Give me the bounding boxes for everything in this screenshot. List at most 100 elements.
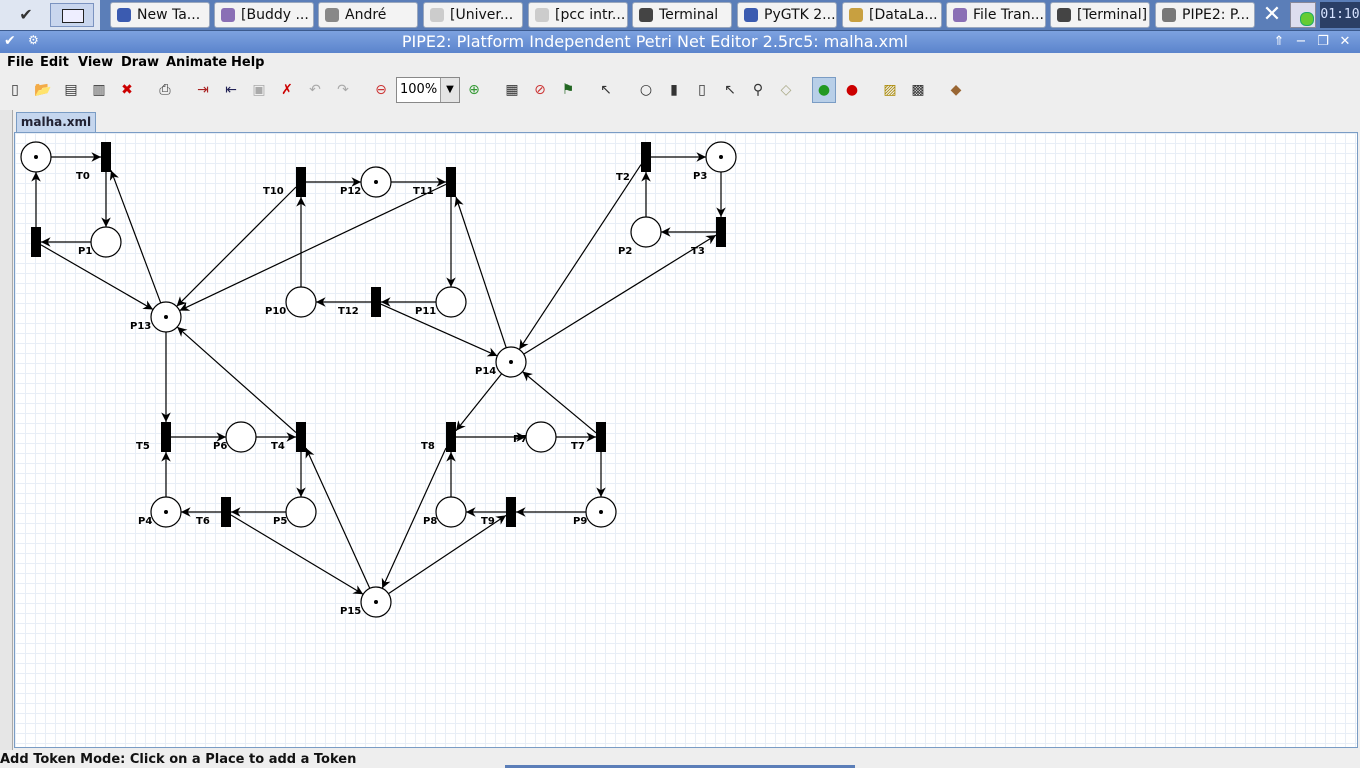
zoom-in-icon[interactable]: ⊕ [468,82,480,98]
arc[interactable] [388,514,507,595]
arc[interactable] [518,164,642,350]
delete-token-icon[interactable]: ● [845,82,859,98]
transition[interactable] [161,422,171,452]
place-icon[interactable]: ○ [639,82,653,98]
redo-icon[interactable]: ↷ [337,82,349,98]
animation-mode-icon[interactable]: ⚑ [561,82,575,98]
taskbar-task[interactable]: File Tran... [946,2,1046,28]
new-file-icon[interactable]: ▯ [11,82,19,98]
taskbar-task[interactable]: PIPE2: P... [1155,2,1255,28]
inhibitor-arc-icon[interactable]: ⚲ [752,82,764,98]
transition[interactable] [446,422,456,452]
undo-icon[interactable]: ↶ [309,82,321,98]
arc[interactable] [523,234,717,355]
menu-draw[interactable]: Draw [121,55,159,70]
transition[interactable] [641,142,651,172]
maximize-icon[interactable]: ❐ [1317,34,1329,49]
menu-help[interactable]: Help [231,55,265,70]
transition[interactable] [296,167,306,197]
arc[interactable] [305,447,371,589]
arc[interactable] [176,186,297,307]
taskbar-task[interactable]: [Terminal] [1050,2,1150,28]
transition[interactable] [506,497,516,527]
close-icon[interactable]: ✕ [1262,2,1282,27]
place[interactable] [525,421,557,453]
transition[interactable] [371,287,381,317]
eraser-icon[interactable]: ◆ [950,82,962,98]
transition[interactable] [221,497,231,527]
arc-icon[interactable]: ↖ [724,82,736,98]
taskbar-task[interactable]: [Univer... [423,2,523,28]
transition[interactable] [101,142,111,172]
cut-icon[interactable]: ▣ [252,82,266,98]
place[interactable] [225,421,257,453]
marking-parameter-icon[interactable]: ▩ [911,82,925,98]
network-tray-icon[interactable] [1290,2,1316,28]
arc[interactable] [176,326,297,434]
place[interactable] [435,496,467,528]
place[interactable] [630,216,662,248]
add-token-icon[interactable]: ● [812,77,836,103]
export-icon[interactable]: ⇥ [197,82,209,98]
annotation-icon[interactable]: ◇ [780,82,792,98]
arc[interactable] [40,244,154,311]
zoom-out-icon[interactable]: ⊖ [375,82,387,98]
save-icon[interactable]: ▤ [64,82,78,98]
pipe-app-icon[interactable]: ✔ [19,5,33,24]
timed-transition-icon[interactable]: ▯ [698,82,706,98]
taskbar-task[interactable]: PyGTK 2... [737,2,837,28]
window-menu-icon[interactable]: ⚙ [28,33,39,47]
arc[interactable] [522,371,597,434]
minimize-icon[interactable]: − [1295,34,1307,49]
split-pane-divider[interactable] [0,110,13,750]
delete-icon[interactable]: ✗ [281,82,293,98]
window-close-icon[interactable]: ✕ [1339,34,1351,49]
taskbar-task[interactable]: [DataLa... [842,2,942,28]
menu-edit[interactable]: Edit [40,55,69,70]
taskbar-task[interactable]: Terminal [632,2,732,28]
select-icon[interactable]: ↖ [600,82,612,98]
arc[interactable] [179,183,447,312]
zoom-select[interactable]: 100%▼ [396,77,460,103]
arc[interactable] [381,447,447,589]
menu-view[interactable]: View [78,55,114,70]
transition[interactable] [596,422,606,452]
close-file-icon[interactable]: ✖ [121,82,133,98]
open-file-icon[interactable]: 📂 [34,82,52,98]
arc[interactable] [454,196,507,348]
terminal-icon [1057,8,1071,22]
taskbar-task[interactable]: [pcc intr... [528,2,628,28]
taskbar-task[interactable]: [Buddy ... [214,2,314,28]
place[interactable] [90,226,122,258]
rate-parameter-icon[interactable]: ▨ [883,82,897,98]
place[interactable] [435,286,467,318]
grid-icon[interactable]: ▦ [505,82,519,98]
menu-file[interactable]: File [7,55,34,70]
immediate-transition-icon[interactable]: ▮ [670,82,678,98]
transition[interactable] [296,422,306,452]
menu-animate[interactable]: Animate [166,55,228,70]
import-icon[interactable]: ⇤ [225,82,237,98]
transition[interactable] [446,167,456,197]
place[interactable] [285,496,317,528]
drag-icon[interactable]: ⊘ [534,82,546,98]
transition[interactable] [31,227,41,257]
print-icon[interactable]: ⎙ [159,82,171,98]
taskbar-task[interactable]: André [318,2,418,28]
tab-malha-xml[interactable]: malha.xml [16,112,96,132]
arc[interactable] [109,170,162,304]
arc[interactable] [230,514,364,595]
shade-icon[interactable]: ⇑ [1273,34,1285,49]
chevron-down-icon[interactable]: ▼ [440,78,459,102]
save-as-icon[interactable]: ▥ [92,82,106,98]
place-label: P11 [415,306,436,317]
pipe-window-icon[interactable]: ✔ [4,33,16,49]
arc[interactable] [455,373,503,432]
transition[interactable] [716,217,726,247]
place[interactable] [285,286,317,318]
taskbar-task[interactable]: New Ta... [110,2,210,28]
arc[interactable] [380,303,498,357]
show-desktop-button[interactable] [50,3,94,27]
